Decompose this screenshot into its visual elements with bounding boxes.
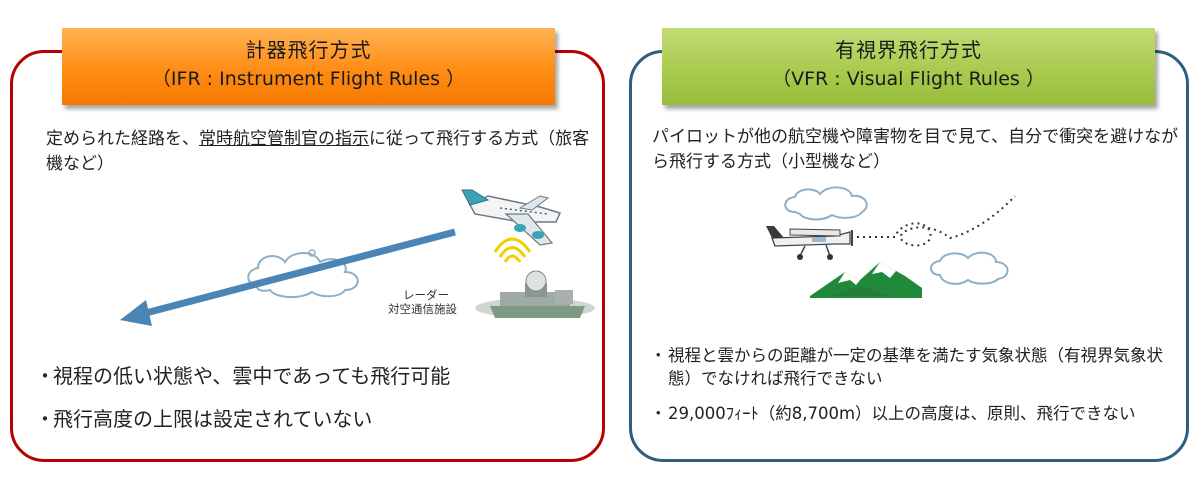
vfr-panel [629,50,1189,462]
ifr-title: 計器飛行方式 [245,38,372,62]
vfr-description: パイロットが他の航空機や障害物を目で見て、自分で衝突を避けながら飛行する方式（小… [652,127,1179,172]
ifr-desc-post: に従って飛行する方式（旅客機など） [46,129,590,174]
list-item: ・視程と雲からの距離が一定の基準を満たす気象状態（有視界気象状態）でなければ飛行… [650,344,1170,390]
ifr-header: 計器飛行方式 （IFR : Instrument Flight Rules ） [62,28,555,105]
vfr-flight-path [845,195,1016,247]
radar-label: レーダー 対空通信施設 [388,288,457,316]
vfr-bullet-text: 29,000ﾌｨｰﾄ（約8,700m）以上の高度は、原則、飛行できない [668,404,1136,423]
radio-wave-icon [493,237,532,263]
bullet-marker: ・ [35,407,55,431]
vfr-header: 有視界飛行方式 （VFR : Visual Flight Rules ） [662,28,1155,105]
cloud-icon [930,251,1009,285]
radar-label-line1: レーダー [403,288,449,302]
list-item: ・視程の低い状態や、雲中であっても飛行可能 [35,362,600,390]
bullet-marker: ・ [650,346,667,365]
ifr-desc-underline: 常時航空管制官の指示 [199,129,369,149]
airliner-icon [461,189,562,246]
cloud-icon [784,186,868,221]
radar-facility-icon [475,270,595,318]
bullet-marker: ・ [650,404,667,423]
list-item: ・29,000ﾌｨｰﾄ（約8,700m）以上の高度は、原則、飛行できない [650,402,1170,425]
mountains-icon [810,262,922,298]
ifr-illustration [120,189,595,326]
ifr-bullet-text: 飛行高度の上限は設定されていない [53,407,373,431]
ifr-description: 定められた経路を、常時航空管制官の指示に従って飛行する方式（旅客機など） [46,127,606,177]
ifr-subtitle: （IFR : Instrument Flight Rules ） [151,68,466,90]
list-item: ・飛行高度の上限は設定されていない [35,405,600,433]
vfr-subtitle: （VFR : Visual Flight Rules ） [772,68,1045,90]
small-aircraft-icon [766,226,853,260]
ifr-desc-pre: 定められた経路を、 [46,129,199,149]
ifr-bullet-text: 視程の低い状態や、雲中であっても飛行可能 [53,364,451,388]
vfr-illustration [766,186,1016,298]
bullet-marker: ・ [35,364,55,388]
vfr-bullet-list: ・視程と雲からの距離が一定の基準を満たす気象状態（有視界気象状態）でなければ飛行… [650,344,1170,437]
ifr-bullet-list: ・視程の低い状態や、雲中であっても飛行可能 ・飛行高度の上限は設定されていない [35,362,600,448]
radar-label-line2: 対空通信施設 [388,302,457,316]
vfr-bullet-text: 視程と雲からの距離が一定の基準を満たす気象状態（有視界気象状態）でなければ飛行で… [668,346,1163,388]
vfr-title: 有視界飛行方式 [835,38,982,62]
flight-path-arrow [120,228,456,326]
